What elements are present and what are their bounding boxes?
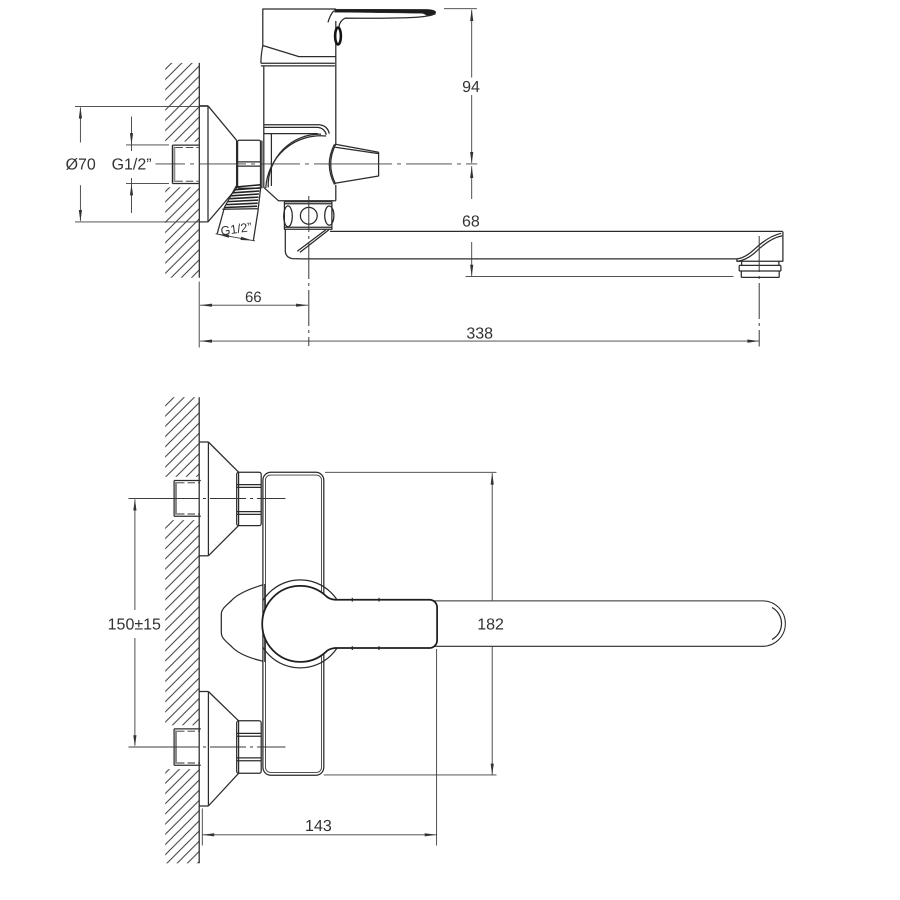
svg-text:G1/2”: G1/2” bbox=[220, 220, 253, 238]
svg-text:182: 182 bbox=[477, 617, 504, 634]
svg-text:68: 68 bbox=[462, 214, 480, 231]
svg-text:338: 338 bbox=[466, 325, 493, 342]
svg-text:Ø70: Ø70 bbox=[66, 157, 96, 174]
svg-text:66: 66 bbox=[245, 289, 262, 306]
svg-text:143: 143 bbox=[305, 818, 332, 835]
svg-text:150±15: 150±15 bbox=[108, 616, 161, 633]
svg-text:94: 94 bbox=[462, 79, 480, 96]
svg-text:G1/2”: G1/2” bbox=[112, 156, 152, 173]
